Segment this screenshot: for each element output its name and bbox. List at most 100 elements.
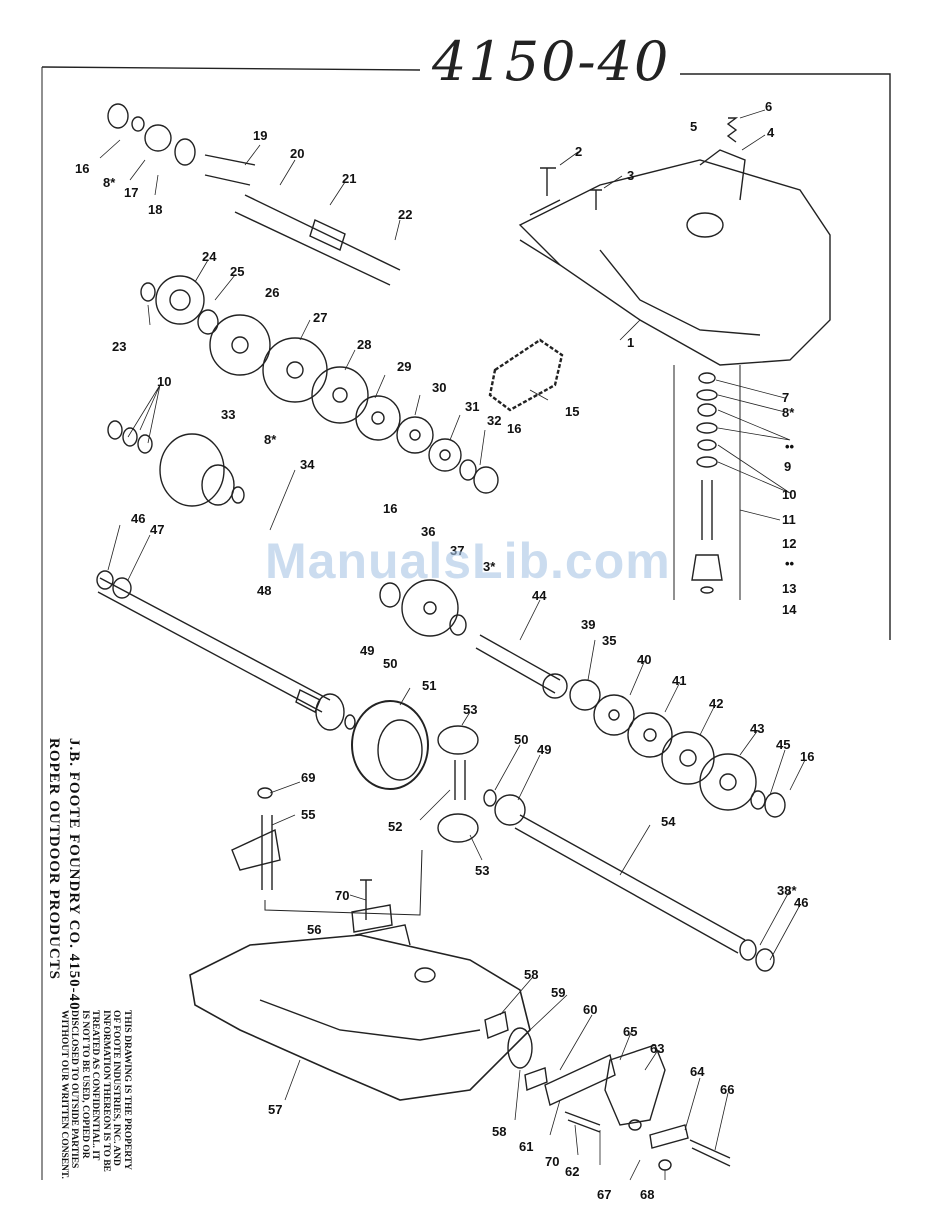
part-label: 62 [565,1164,580,1179]
part-label: 31 [465,399,480,414]
part-label: 37 [450,543,465,558]
part-label: 17 [124,185,139,200]
part-label: 61 [519,1139,534,1154]
company-name: J.B. FOOTE FOUNDRY CO. 4150-40 [66,738,82,1011]
part-label: 63 [650,1041,665,1056]
part-label: 39 [581,617,596,632]
part-label: 46 [131,511,146,526]
part-label: 6 [765,99,773,114]
part-label: 3* [483,559,496,574]
part-label: 45 [776,737,791,752]
part-label: 22 [398,207,413,222]
part-label: 67 [597,1187,612,1202]
border-line [41,66,891,640]
part-label: 28 [357,337,372,352]
part-label: 26 [265,285,280,300]
part-label: 24 [202,249,217,264]
part-label: 23 [112,339,127,354]
part-label: 60 [583,1002,598,1017]
housing-lower [189,934,531,1101]
part-label: 65 [623,1024,638,1039]
part-label: 19 [253,128,268,143]
part-label: 8* [103,175,116,190]
part-label: 49 [537,742,552,757]
part-label: 38* [777,883,797,898]
part-label: 53 [463,702,478,717]
part-label: 53 [475,863,490,878]
part-label: 40 [637,652,652,667]
part-label: 11 [782,512,796,527]
part-label: 41 [672,673,687,688]
part-label: 1 [627,335,635,350]
disclaimer-line: IS NOT TO BE USED, COPIED OR [80,1010,90,1159]
part-label: 20 [290,146,305,161]
disclaimer-line: THIS DRAWING IS THE PROPERTY [122,1010,132,1170]
part-label: 14 [782,602,797,617]
disclaimer-line: TREATED AS CONFIDENTIAL. IT [90,1010,101,1161]
part-label: 68 [640,1187,655,1202]
part-label: 34 [300,457,315,472]
part-label: 42 [709,696,724,711]
part-label: •• [785,556,795,571]
part-label: 47 [150,522,165,537]
part-label: 18 [148,202,163,217]
part-label: 55 [301,807,316,822]
part-label: 64 [690,1064,705,1079]
part-label: 56 [307,922,322,937]
part-label: 66 [720,1082,735,1097]
housing-upper [518,159,831,366]
part-label: 43 [750,721,765,736]
part-label: 46 [794,895,809,910]
part-label: 58 [492,1124,507,1139]
part-label: 10 [157,374,172,389]
part-label: 7 [782,390,790,405]
part-label: 32 [487,413,502,428]
part-label: 8* [782,405,795,420]
part-label: 16 [800,749,815,764]
part-label: 49 [360,643,375,658]
part-label: 4 [767,125,775,140]
part-label: 44 [532,588,547,603]
part-label: 8* [264,432,277,447]
part-label: 9 [784,459,792,474]
part-label: 21 [342,171,357,186]
drawing-number: 4150-40 [432,30,671,93]
part-label: 57 [268,1102,283,1117]
disclaimer-line: INFORMATION THEREON IS TO BE [101,1010,111,1172]
drive-chain [488,338,564,412]
part-label: 13 [782,581,797,596]
part-label: •• [785,439,795,454]
disclaimer-line: OF FOOTE INDUSTRIES, INC. AND [111,1010,122,1166]
part-label: 16 [383,501,398,516]
watermark: ManualsLib.com [265,533,671,589]
part-label: 29 [397,359,412,374]
part-label: 70 [335,888,350,903]
part-label: 52 [388,819,403,834]
disclaimer-line: WITHOUT OUR WRITTEN CONSENT. [59,1010,69,1179]
part-label: 16 [507,421,522,436]
part-label: 3 [627,168,635,183]
part-label: 58 [524,967,539,982]
part-label: 50 [514,732,529,747]
confidentiality-notice: THIS DRAWING IS THE PROPERTY OF FOOTE IN… [59,1010,132,1179]
part-label: 69 [301,770,316,785]
brand-name: ROPER OUTDOOR PRODUCTS [46,738,62,981]
part-label: 33 [221,407,236,422]
part-label: 30 [432,380,447,395]
part-label: 51 [422,678,437,693]
part-label: 48 [257,583,272,598]
disclaimer-line: DISCLOSED TO OUTSIDE PARTIES [69,1010,80,1169]
part-label: 15 [565,404,580,419]
part-label: 5 [690,119,698,134]
part-label: 27 [313,310,328,325]
part-label: 59 [551,985,566,1000]
part-label: 35 [602,633,617,648]
part-label: 10 [782,487,797,502]
part-label: 54 [661,814,676,829]
part-label: 25 [230,264,245,279]
part-label: 16 [75,161,90,176]
part-label: 2 [575,144,583,159]
part-label: 50 [383,656,398,671]
